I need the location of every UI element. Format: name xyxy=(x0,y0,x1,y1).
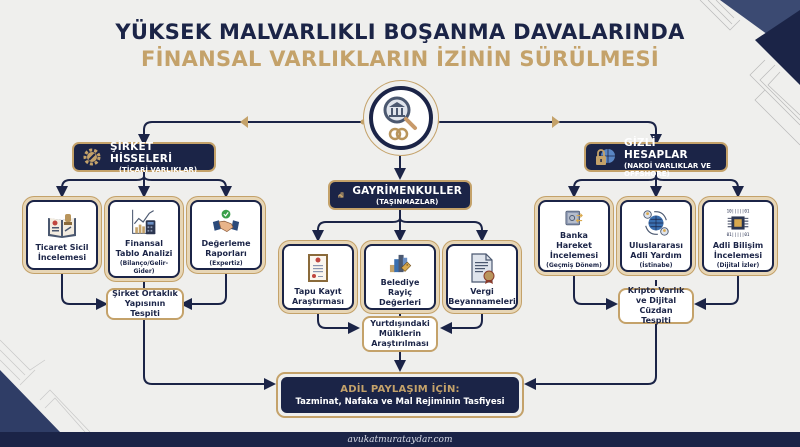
category-gayrimenkuller: GAYRİMENKULLER (TAŞINMAZLAR) xyxy=(328,180,472,210)
corner-decoration-top-right xyxy=(699,0,800,146)
card-note: (Geçmiş Dönem) xyxy=(546,262,602,269)
card-label: Vergi Beyannameleri xyxy=(448,287,516,306)
final-outcome-box: ADİL PAYLAŞIM İÇİN: Tazminat, Nafaka ve … xyxy=(276,372,524,418)
footer-website[interactable]: avukatmurataydar.com xyxy=(347,434,453,445)
bank-magnifier-rings-icon xyxy=(383,96,417,141)
card-label: Uluslararası Adli Yardım xyxy=(628,241,684,260)
card-tapu-kayit: Tapu Kayıt Araştırması xyxy=(282,244,354,310)
card-label: Banka Hareket İncelemesi xyxy=(549,231,599,260)
category-subtitle: (TİCARİ VARLIKLAR) xyxy=(118,165,198,174)
result-sirket-ortaklik: Şirket Ortaklık Yapısının Tespiti xyxy=(106,288,184,320)
lock-globe-icon xyxy=(596,149,615,165)
registry-book-stamp-icon xyxy=(48,214,76,238)
final-subtitle: Tazminat, Nafaka ve Mal Rejiminin Tasfiy… xyxy=(295,396,505,407)
card-label: Finansal Tablo Analizi xyxy=(115,239,173,258)
result-yurtdisi-mulkler: Yurtdışındaki Mülklerin Araştırılması xyxy=(362,316,438,352)
buildings-price-tag-icon xyxy=(389,254,412,273)
handshake-check-icon xyxy=(212,209,240,233)
globe-people-icon xyxy=(643,210,669,236)
category-title: GAYRİMENKULLER xyxy=(352,184,462,197)
card-label: Tapu Kayıt Araştırması xyxy=(291,287,345,306)
page-subtitle: FİNANSAL VARLIKLARIN İZİNİN SÜRÜLMESİ xyxy=(140,47,660,71)
safe-transfer-icon xyxy=(565,210,583,226)
card-ticaret-sicil: Ticaret Sicil İncelemesi xyxy=(26,200,98,270)
category-title: ŞİRKET HİSSELERİ xyxy=(110,140,173,165)
card-note: (İstinabe) xyxy=(639,262,673,269)
card-uluslararasi-yardim: Uluslararası Adli Yardım (İstinabe) xyxy=(620,200,692,272)
footer: avukatmurataydar.com xyxy=(0,432,800,447)
hub-emblem xyxy=(363,80,439,156)
document-seal-icon xyxy=(471,253,495,284)
svg-text:10|||||01: 10|||||01 xyxy=(727,209,750,214)
card-note: (Expertiz) xyxy=(209,260,243,267)
card-label: Ticaret Sicil İncelemesi xyxy=(35,243,89,262)
result-kripto-varlik: Kripto Varlık ve Dijital Cüzdan Tespiti xyxy=(618,286,694,325)
category-subtitle: (NAKDİ VARLIKLAR VE OFFSHORE) xyxy=(624,161,711,178)
category-sirket-hisseleri: ŞİRKET HİSSELERİ (TİCARİ VARLIKLAR) xyxy=(72,140,216,174)
category-subtitle: (TAŞINMAZLAR) xyxy=(376,197,439,206)
chart-calculator-icon xyxy=(132,209,156,235)
card-label: Adli Bilişim İncelemesi xyxy=(712,241,764,260)
card-degerleme: Değerleme Raporları (Expertiz) xyxy=(190,200,262,270)
final-title: ADİL PAYLAŞIM İÇİN: xyxy=(340,383,460,395)
card-note: (Dijital İzler) xyxy=(716,262,760,269)
card-banka-hareket: Banka Hareket İncelemesi (Geçmiş Dönem) xyxy=(538,200,610,272)
card-finansal-tablo: Finansal Tablo Analizi (Bilanço/Gelir-Gi… xyxy=(108,200,180,278)
card-vergi-beyanname: Vergi Beyannameleri xyxy=(446,244,518,310)
svg-text:01|||||01: 01|||||01 xyxy=(727,232,750,237)
microchip-binary-icon: 10|||||01 01|||||01 xyxy=(727,209,750,237)
card-note: (Bilanço/Gelir-Gider) xyxy=(119,260,169,275)
deed-certificate-icon xyxy=(308,254,328,282)
card-belediye-rayic: Belediye Rayiç Değerleri xyxy=(364,244,436,310)
corner-decoration-bottom-left xyxy=(0,339,91,432)
card-adli-bilisim: 10|||||01 01|||||01 Adli Bilişim İncelem… xyxy=(702,200,774,272)
card-label: Değerleme Raporları xyxy=(201,239,251,258)
gear-wrench-icon xyxy=(83,148,101,166)
house-building-icon xyxy=(338,192,344,198)
page-title: YÜKSEK MALVARLIKLI BOŞANMA DAVALARINDA xyxy=(115,20,685,44)
category-gizli-hesaplar: GİZLİ HESAPLAR (NAKDİ VARLIKLAR VE OFFSH… xyxy=(584,137,728,178)
card-label: Belediye Rayiç Değerleri xyxy=(378,278,422,307)
category-title: GİZLİ HESAPLAR xyxy=(624,136,688,161)
